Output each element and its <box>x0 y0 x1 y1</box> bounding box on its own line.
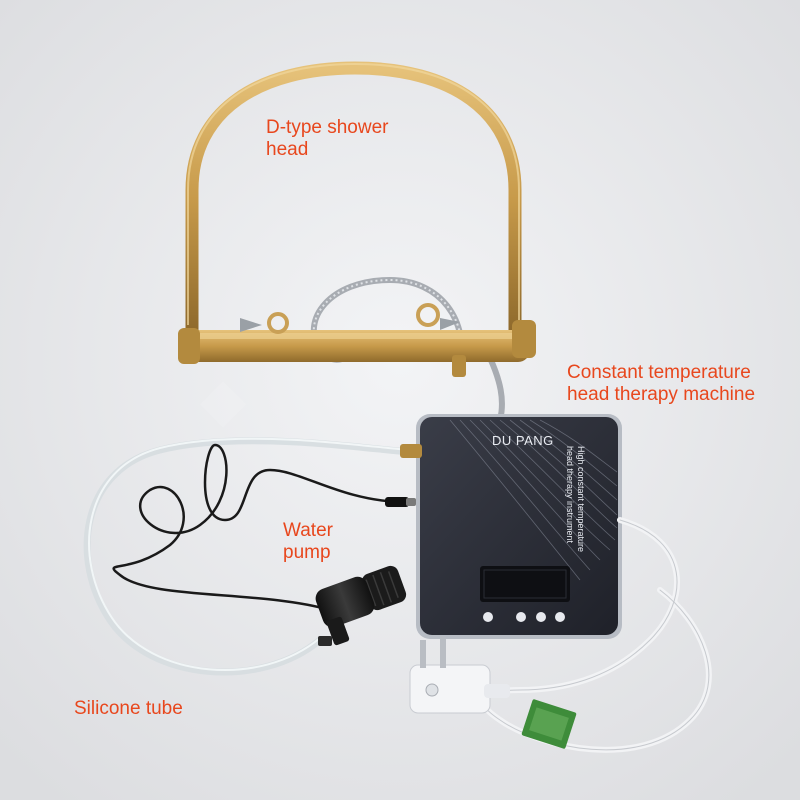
silicone-tube <box>83 437 414 676</box>
water-pump <box>315 565 407 646</box>
pump-plug <box>385 497 409 507</box>
wing-nut-left <box>240 318 262 332</box>
power-plug <box>409 636 510 714</box>
panel-lines <box>449 419 618 581</box>
control-buttons <box>483 612 565 622</box>
pump-label-line1: Water <box>283 520 333 541</box>
power-button[interactable] <box>483 612 493 622</box>
machine-label-line2: head therapy machine <box>567 384 756 405</box>
therapy-machine <box>400 414 622 639</box>
pump-plug-tip <box>406 498 416 506</box>
pump-label: Water pump <box>283 520 333 564</box>
machine-label: Constant temperature head therapy machin… <box>567 362 755 406</box>
device-subtitle: High constant temperature head therapy i… <box>564 446 586 596</box>
device-subtitle-line1: High constant temperature <box>576 446 586 553</box>
tube-label: Silicone tube <box>74 698 183 719</box>
shower-arch-highlight <box>187 62 520 325</box>
shower-head-label: D-type shower head <box>266 117 389 161</box>
shower-inlet <box>452 355 466 377</box>
display-screen <box>480 566 570 602</box>
cable-tag <box>521 699 577 749</box>
mode-button[interactable] <box>516 612 526 622</box>
pump-label-line2: pump <box>283 542 331 563</box>
device-subtitle-line2: head therapy instrument <box>565 446 575 544</box>
shower-crossbar-highlight <box>195 333 520 339</box>
watermark: ◆ <box>200 365 246 435</box>
device-inlet <box>400 444 422 458</box>
shower-arch <box>185 61 522 337</box>
down-button[interactable] <box>536 612 546 622</box>
shower-head-label-line2: head <box>266 139 309 160</box>
ring-left <box>267 312 289 334</box>
pump-cord <box>112 443 402 612</box>
crossbar-end-right <box>512 320 536 358</box>
machine-label-line1: Constant temperature <box>567 362 751 383</box>
ring-right <box>416 303 440 327</box>
crossbar-end-left <box>178 328 200 364</box>
metal-hose-texture <box>312 278 463 371</box>
silicone-tube-highlight <box>88 437 411 671</box>
wing-nut-right <box>440 318 460 330</box>
up-button[interactable] <box>555 612 565 622</box>
shower-head-label-line1: D-type shower <box>266 117 389 138</box>
brand-label: DU PANG <box>492 433 554 448</box>
